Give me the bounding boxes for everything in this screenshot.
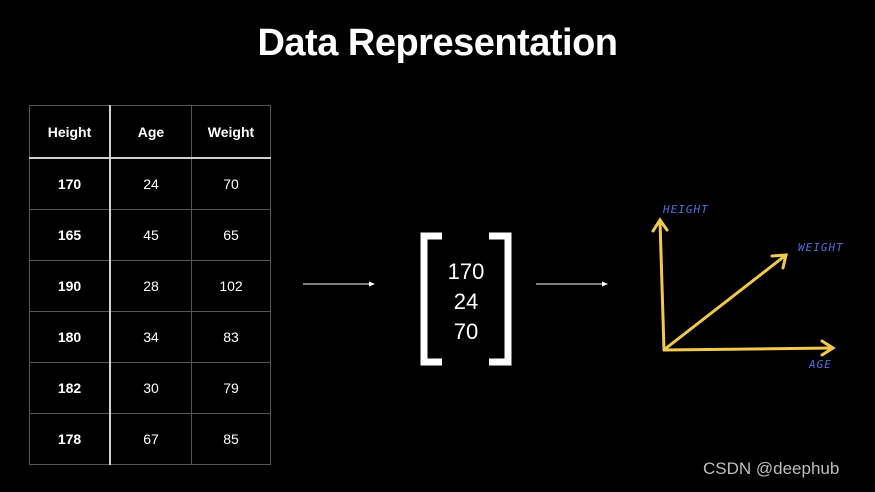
- cell-age: 34: [109, 311, 192, 363]
- page-title: Data Representation: [257, 22, 618, 64]
- table-header-row: Height Age Weight: [29, 105, 271, 159]
- feature-vector: 170 24 70: [420, 234, 512, 364]
- height-axis: [651, 217, 669, 352]
- age-axis-label: AGE: [809, 358, 832, 371]
- data-table: Height Age Weight 170 24 70 165 45 65 19…: [29, 105, 271, 465]
- cell-age: 30: [109, 362, 192, 414]
- table-row: 182 30 79: [29, 362, 271, 414]
- header-height: Height: [29, 105, 111, 159]
- table-row: 190 28 102: [29, 260, 271, 312]
- right-bracket-icon: [489, 232, 512, 366]
- vector-value-height: 170: [447, 259, 485, 284]
- table-row: 165 45 65: [29, 209, 271, 261]
- header-weight: Weight: [191, 105, 271, 159]
- cell-age: 67: [109, 413, 192, 465]
- vector-value-weight: 70: [453, 319, 479, 344]
- left-bracket-icon: [420, 232, 442, 366]
- cell-height: 180: [29, 311, 111, 363]
- cell-weight: 83: [191, 311, 271, 363]
- weight-axis-label: WEIGHT: [798, 241, 844, 254]
- cell-height: 178: [29, 413, 111, 465]
- cell-age: 28: [109, 260, 192, 312]
- cell-weight: 70: [191, 157, 271, 210]
- arrow-right-icon: [303, 281, 375, 287]
- table-row: 180 34 83: [29, 311, 271, 363]
- header-age: Age: [109, 105, 192, 159]
- weight-vector: [663, 253, 788, 351]
- cell-height: 190: [29, 260, 111, 312]
- vector-value-age: 24: [453, 289, 479, 314]
- cell-height: 165: [29, 209, 111, 261]
- cell-weight: 79: [191, 362, 271, 414]
- table-row: 178 67 85: [29, 413, 271, 465]
- vector-values: 170 24 70: [420, 257, 512, 347]
- height-axis-label: HEIGHT: [663, 203, 709, 216]
- watermark: CSDN @deephub: [703, 459, 840, 478]
- age-axis: [662, 339, 836, 357]
- cell-weight: 102: [191, 260, 271, 312]
- arrow-right-icon: [536, 281, 608, 287]
- cell-weight: 65: [191, 209, 271, 261]
- table-row: 170 24 70: [29, 157, 271, 210]
- cell-age: 24: [109, 157, 192, 210]
- cell-height: 182: [29, 362, 111, 414]
- cell-weight: 85: [191, 413, 271, 465]
